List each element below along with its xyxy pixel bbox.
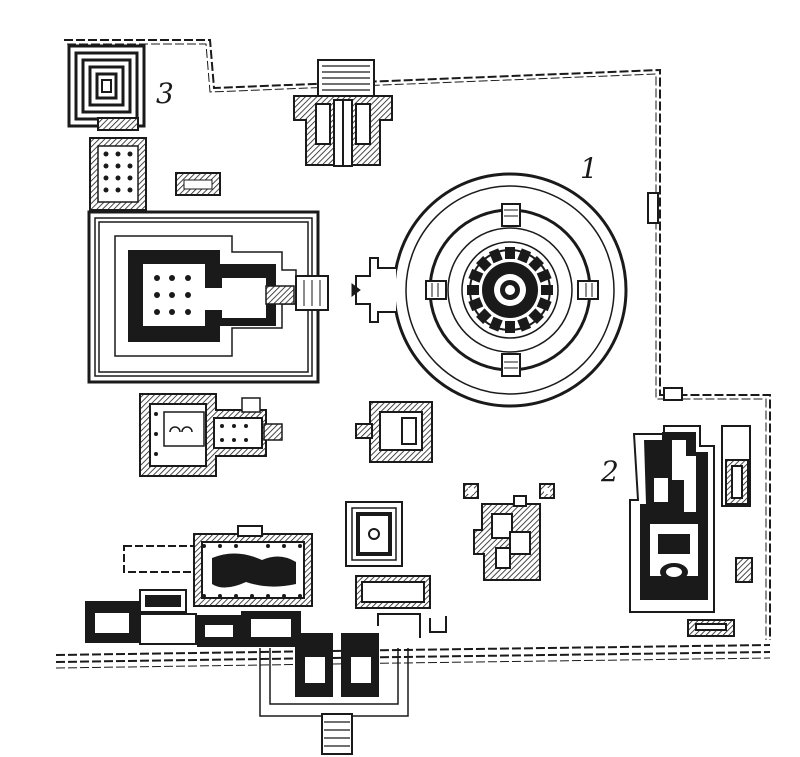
label-structure-2: 2 (601, 455, 619, 488)
stupa-tooth (528, 256, 544, 272)
stupa-tooth (517, 316, 532, 332)
monastery-courtyard (123, 525, 313, 607)
stupa-tooth (468, 268, 484, 283)
stepped-shrine-small (345, 501, 403, 567)
small-shrine-center (355, 401, 433, 463)
stupa-tooth (517, 248, 532, 264)
gateway-north (293, 59, 393, 167)
gateway-south (259, 633, 409, 755)
cell-structure (473, 495, 541, 581)
pillared-hall-small (89, 137, 147, 211)
stupa-tooth (488, 316, 503, 332)
stupa-tooth (528, 308, 544, 324)
wall-niche (647, 192, 659, 224)
stupa-tooth (488, 248, 503, 264)
structure-1-circular-stupa (351, 172, 628, 408)
cell-cluster-southwest (85, 589, 301, 647)
stupa-tooth (468, 297, 484, 312)
stupa-tooth (505, 321, 515, 333)
stupa-tooth (476, 256, 492, 272)
label-structure-3: 3 (156, 77, 174, 110)
stupa-tooth (536, 297, 552, 312)
pillared-temple-middle (139, 393, 283, 477)
stupa-tooth (476, 308, 492, 324)
rectangular-temple-enclosure (87, 210, 329, 384)
boundary-wall (55, 39, 771, 669)
stupa-tooth (505, 247, 515, 259)
wall-niche (663, 387, 683, 401)
stupa-drum (467, 247, 553, 333)
hall-south (355, 575, 447, 638)
structure-2-temple (629, 425, 753, 637)
label-structure-1: 1 (580, 152, 598, 185)
stupa-tooth (541, 285, 553, 295)
structure-3-stepped-shrine (67, 44, 146, 131)
stupa-tooth (536, 268, 552, 283)
stupa-tooth (467, 285, 479, 295)
